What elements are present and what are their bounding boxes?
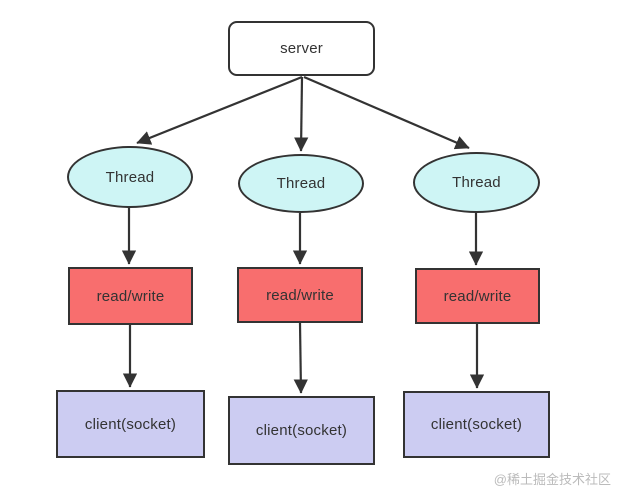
read-write-node-3: read/write bbox=[415, 268, 540, 324]
client-socket-node-1-label: client(socket) bbox=[84, 415, 177, 433]
arrow-server-to-thread-2 bbox=[294, 76, 309, 152]
read-write-node-1: read/write bbox=[68, 267, 193, 325]
read-write-node-1-label: read/write bbox=[96, 287, 165, 305]
server-node-label: server bbox=[280, 40, 323, 57]
juejin-watermark: @稀土掘金技术社区 bbox=[493, 472, 611, 487]
read-write-node-3-label: read/write bbox=[443, 287, 512, 305]
thread-node-1-label: Thread bbox=[105, 168, 155, 186]
client-socket-node-3: client(socket) bbox=[403, 391, 550, 458]
client-socket-node-1: client(socket) bbox=[56, 390, 205, 458]
client-socket-node-2: client(socket) bbox=[228, 396, 375, 465]
server-node: server bbox=[228, 21, 375, 76]
read-write-node-2-label: read/write bbox=[266, 286, 334, 304]
arrow-read-write-2-to-client-2 bbox=[293, 322, 308, 394]
arrow-server-to-thread-1 bbox=[136, 75, 303, 145]
thread-node-3-label: Thread bbox=[452, 174, 501, 191]
read-write-node-2: read/write bbox=[237, 267, 363, 323]
arrow-server-to-thread-3 bbox=[303, 75, 470, 150]
client-socket-node-2-label: client(socket) bbox=[255, 422, 348, 439]
thread-node-3: Thread bbox=[413, 152, 540, 213]
thread-node-2: Thread bbox=[238, 154, 364, 213]
thread-node-2-label: Thread bbox=[276, 175, 326, 192]
thread-node-1: Thread bbox=[67, 146, 193, 208]
client-socket-node-3-label: client(socket) bbox=[430, 416, 523, 433]
